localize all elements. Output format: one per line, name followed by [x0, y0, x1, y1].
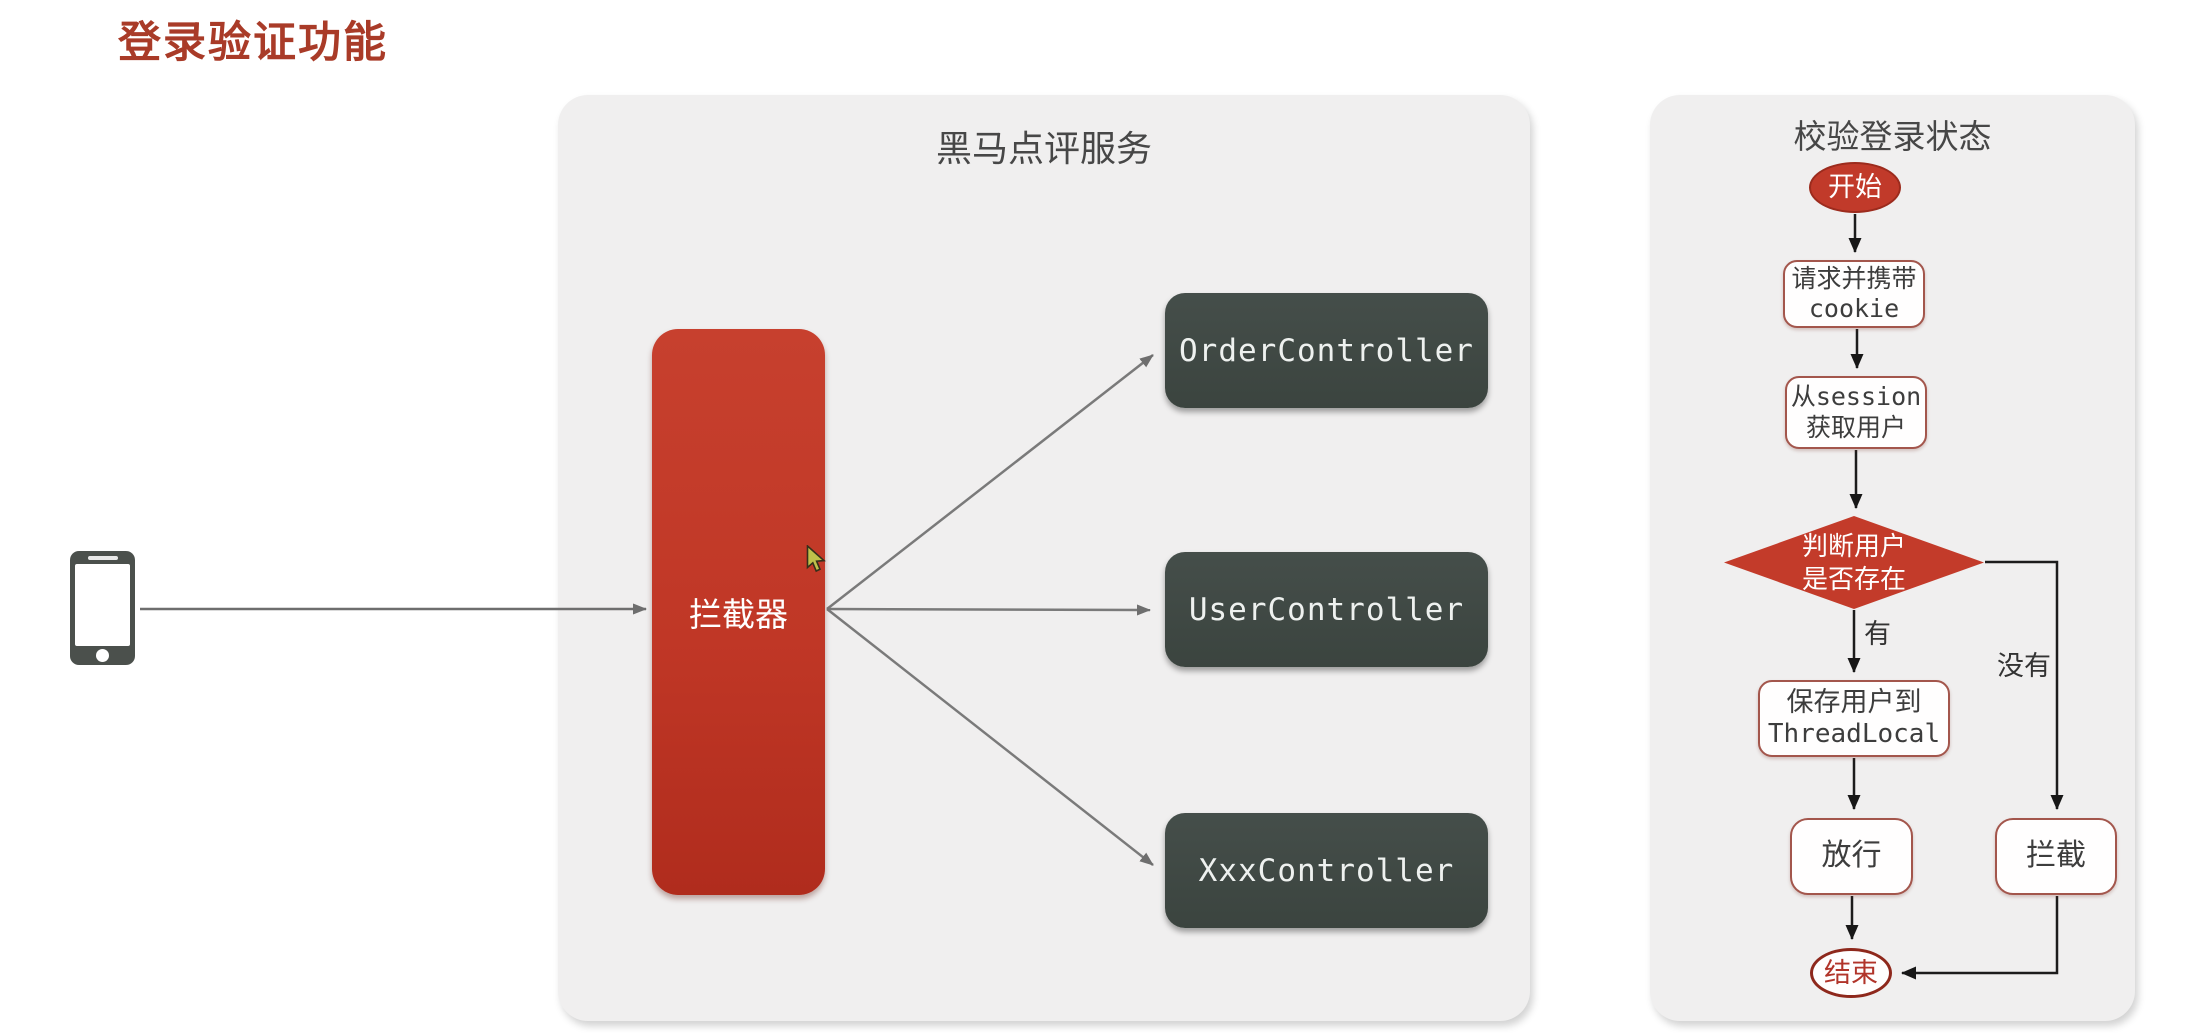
flow-request-node: 请求并携带 cookie [1783, 260, 1925, 328]
flow-panel-title: 校验登录状态 [1793, 118, 1992, 155]
flow-intercept-node: 拦截 [1995, 818, 2117, 895]
flow-end-label: 结束 [1824, 957, 1878, 988]
order-controller-label: OrderController [1179, 332, 1474, 369]
flow-start-label: 开始 [1828, 172, 1882, 203]
edge-label-yes: 有 [1864, 619, 1891, 649]
phone-home-button [96, 649, 109, 662]
phone-screen [75, 564, 130, 646]
flow-session-node: 从session 获取用户 [1785, 376, 1927, 449]
flow-start-node: 开始 [1809, 162, 1901, 213]
order-controller-node: OrderController [1165, 293, 1488, 408]
flow-pass-node: 放行 [1790, 818, 1913, 895]
flow-session-line1: 从session [1790, 382, 1922, 411]
mouse-cursor-icon [806, 545, 826, 573]
edge-label-no: 没有 [1997, 651, 2051, 681]
flow-end-node: 结束 [1810, 948, 1892, 998]
page-title: 登录验证功能 [118, 19, 388, 67]
phone-speaker [87, 556, 118, 560]
user-controller-node: UserController [1165, 552, 1488, 667]
flow-save-line1: 保存用户到 [1786, 687, 1922, 718]
interceptor-node: 拦截器 [652, 329, 825, 895]
flow-save-line2: ThreadLocal [1767, 719, 1941, 750]
flow-pass-label: 放行 [1821, 839, 1882, 873]
flow-request-line1: 请求并携带 [1791, 264, 1917, 293]
flow-session-line2: 获取用户 [1805, 413, 1906, 442]
user-controller-label: UserController [1188, 591, 1465, 628]
interceptor-label: 拦截器 [689, 596, 788, 633]
flow-decision-line2: 是否存在 [1801, 563, 1906, 594]
smartphone-icon [70, 551, 135, 665]
xxx-controller-node: XxxController [1165, 813, 1488, 928]
flow-request-line2: cookie [1808, 294, 1900, 323]
service-panel-title: 黑马点评服务 [935, 128, 1152, 169]
xxx-controller-label: XxxController [1198, 852, 1455, 889]
flow-decision-line1: 判断用户 [1801, 531, 1906, 561]
flow-intercept-label: 拦截 [2026, 839, 2086, 873]
flow-save-node: 保存用户到 ThreadLocal [1758, 680, 1950, 757]
